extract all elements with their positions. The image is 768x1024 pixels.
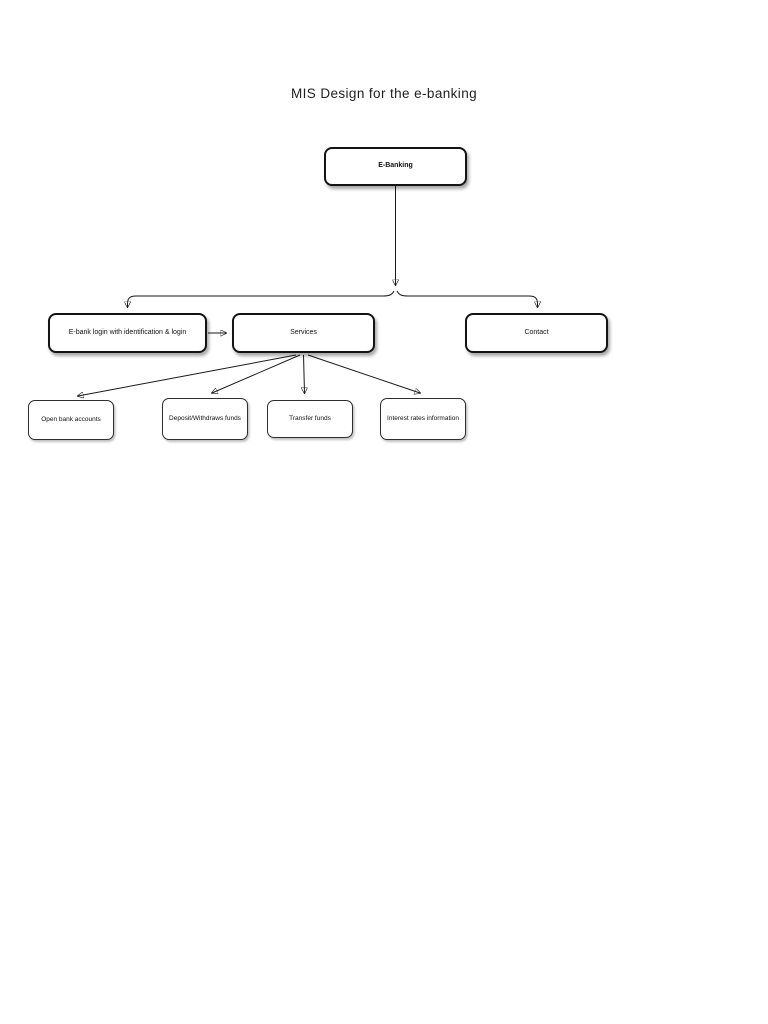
node-e-banking: E-Banking — [324, 147, 467, 186]
node-contact: Contact — [465, 313, 608, 353]
edge-services-to-interest — [307, 354, 420, 393]
node-services: Services — [232, 313, 375, 353]
edge-services-to-transfer — [304, 354, 305, 393]
node-e-bank-login-label: E-bank login with identification & login — [68, 328, 187, 336]
edge-trunk-to-login — [128, 290, 395, 307]
node-transfer-funds: Transfer funds — [267, 400, 353, 438]
node-deposit-withdraws-funds-label: Deposit/Withdraws funds — [169, 414, 241, 422]
node-open-bank-accounts-label: Open bank accounts — [41, 415, 101, 423]
node-contact-label: Contact — [524, 328, 549, 336]
node-e-banking-label: E-Banking — [378, 162, 413, 170]
node-open-bank-accounts: Open bank accounts — [28, 400, 114, 440]
edge-trunk-to-contact — [396, 290, 538, 307]
node-deposit-withdraws-funds: Deposit/Withdraws funds — [162, 398, 248, 440]
node-e-bank-login: E-bank login with identification & login — [48, 313, 207, 353]
edge-services-to-deposit — [212, 354, 301, 393]
page-title: MIS Design for the e-banking — [290, 86, 478, 101]
node-interest-rates-information-label: Interest rates information — [387, 414, 459, 422]
edge-services-to-open-accounts — [78, 354, 297, 396]
node-services-label: Services — [290, 328, 317, 336]
node-interest-rates-information: Interest rates information — [380, 398, 466, 440]
node-transfer-funds-label: Transfer funds — [289, 414, 331, 422]
